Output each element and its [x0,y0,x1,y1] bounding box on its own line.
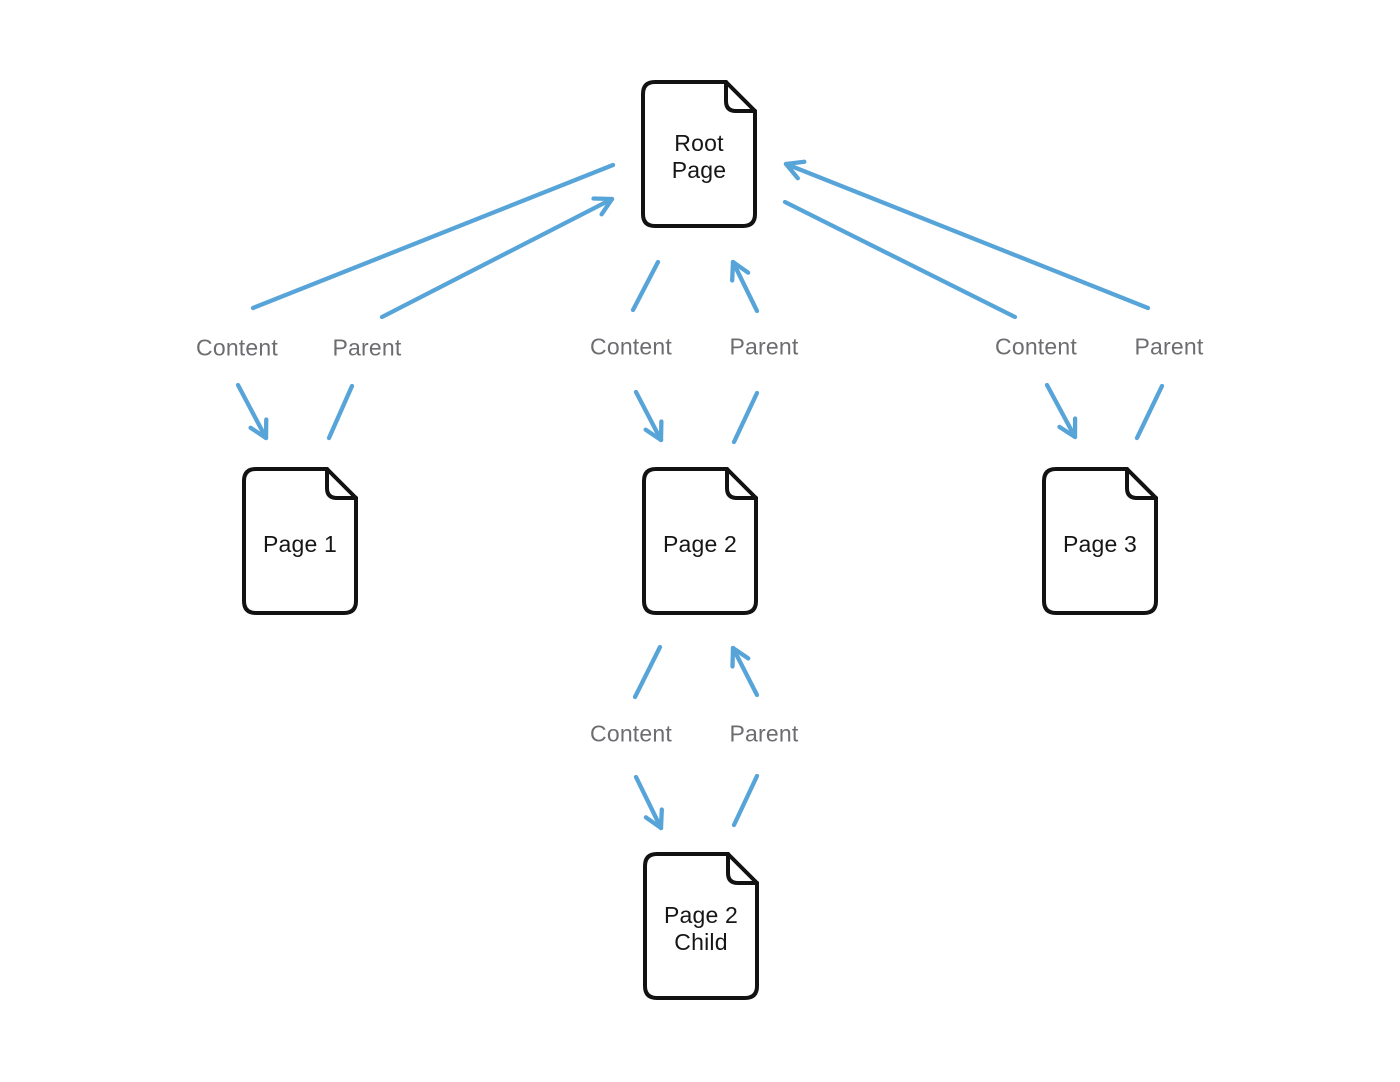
node-page-3: Page 3 [1042,467,1158,615]
folded-corner [725,467,758,500]
node-page-1: Page 1 [242,467,358,615]
page2-to-page2child-content-arrowhead-wing-1 [658,807,664,831]
root-to-page2-content-line-0 [630,259,661,313]
node-label: Root Page [671,130,727,183]
edge-label-parent: Parent [1134,333,1204,360]
root-to-page2-content-arrowhead-wing-0 [643,427,664,443]
root-to-page3-content-line-0 [782,199,1018,320]
page3-to-root-parent-arrowhead-wing-1 [783,161,800,181]
page2child-to-page2-parent-arrowhead-wing-0 [730,645,751,661]
node-page-2: Page 2 [642,467,758,615]
folded-corner [325,467,358,500]
edge-label-parent: Parent [729,333,799,360]
edge-label-parent: Parent [332,334,402,361]
document-icon [643,852,759,1000]
page2child-to-page2-parent-arrowhead-wing-1 [730,645,736,669]
root-to-page1-content-line-1 [235,382,269,441]
root-to-page1-content-arrowhead-wing-0 [248,425,269,441]
page3-to-root-parent-arrowhead-wing-0 [783,159,807,167]
page2-to-root-parent-arrowhead-wing-0 [730,259,751,275]
document-icon [641,80,757,228]
page3-to-root-parent-line-1 [783,161,1151,311]
node-root-page: Root Page [641,80,757,228]
folded-corner [726,852,759,885]
page2-to-page2child-content-arrowhead-wing-0 [643,815,664,831]
node-label: Page 3 [1062,530,1138,557]
document-icon [642,467,758,615]
node-label: Page 1 [262,530,338,557]
page3-to-root-parent-line-0 [1134,383,1165,441]
node-page-2-child: Page 2 Child [643,852,759,1000]
root-to-page1-content-line-0 [250,162,616,311]
document-icon [242,467,358,615]
root-to-page2-content-line-1 [633,389,664,443]
page2-to-root-parent-line-0 [731,390,760,445]
page2-to-page2child-content-line-0 [632,644,663,700]
node-label: Page 2 [662,530,738,557]
root-to-page3-content-line-1 [1044,382,1078,440]
page2child-to-page2-parent-line-1 [730,645,760,698]
edge-label-content: Content [196,334,278,361]
folded-corner [1125,467,1158,500]
edge-label-content: Content [995,333,1077,360]
edge-label-content: Content [590,720,672,747]
edge-label-parent: Parent [729,720,799,747]
page1-to-root-parent-line-0 [326,383,355,441]
document-icon [1042,467,1158,615]
page1-to-root-parent-line-1 [379,196,615,320]
page2-to-root-parent-arrowhead-wing-1 [730,259,736,283]
page2-to-page2child-content-line-1 [633,774,664,831]
page2child-to-page2-parent-line-0 [731,773,760,828]
page2-to-root-parent-line-1 [730,259,760,314]
root-to-page3-content-arrowhead-wing-0 [1057,424,1078,440]
page1-to-root-parent-arrowhead-wing-0 [599,196,615,217]
folded-corner [724,80,757,113]
edge-label-content: Content [590,333,672,360]
node-label: Page 2 Child [663,902,739,955]
